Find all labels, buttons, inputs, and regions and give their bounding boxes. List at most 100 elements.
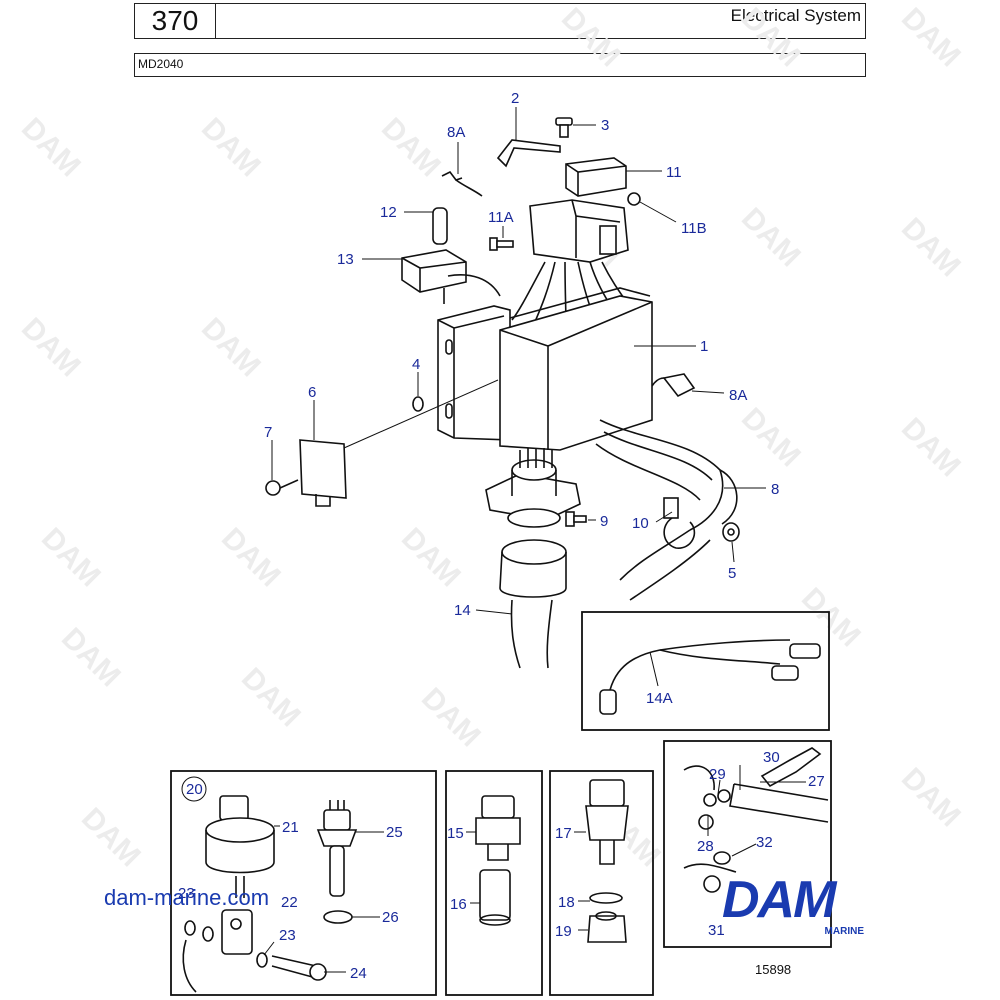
callout-10: 10 xyxy=(632,515,649,532)
callout-26: 26 xyxy=(382,909,399,926)
logo-subtext: MARINE xyxy=(824,926,864,937)
cable-14a xyxy=(599,639,821,715)
mounting-plate xyxy=(401,249,501,304)
watermark: DAM xyxy=(895,412,967,484)
glow-parts xyxy=(683,747,829,893)
watermark: DAM xyxy=(215,522,287,594)
screw-11a xyxy=(489,237,514,251)
watermark: DAM xyxy=(895,212,967,284)
dam-marine-logo: DAM MARINE xyxy=(722,874,894,946)
washer-part xyxy=(412,396,424,412)
callout-14: 14 xyxy=(454,602,471,619)
watermark: DAM xyxy=(895,2,967,74)
watermark: DAM xyxy=(15,112,87,184)
callout-11a: 11A xyxy=(488,209,514,226)
frame-15 xyxy=(445,770,543,996)
clamp-part xyxy=(663,497,696,549)
nut-11b xyxy=(627,192,641,206)
sender-17 xyxy=(585,779,629,943)
sleeve-part xyxy=(432,207,448,245)
callout-13: 13 xyxy=(337,251,354,268)
page-header: 370 Electrical System xyxy=(134,3,866,39)
watermark: DAM xyxy=(795,582,867,654)
connector-8a-right xyxy=(651,373,696,398)
callout-29: 29 xyxy=(709,766,726,783)
watermark: DAM xyxy=(895,762,967,834)
connector-8a xyxy=(441,170,483,197)
callout-30: 30 xyxy=(763,749,780,766)
callout-6: 6 xyxy=(308,384,316,401)
watermark: DAM xyxy=(735,2,807,74)
page-number: 370 xyxy=(135,4,216,38)
connector-flange xyxy=(485,448,581,528)
watermark: DAM xyxy=(375,112,447,184)
watermark: DAM xyxy=(15,312,87,384)
sender-15 xyxy=(475,795,521,926)
watermark: DAM xyxy=(75,802,147,874)
watermark: DAM xyxy=(735,402,807,474)
callout-9: 9 xyxy=(600,513,608,530)
bracket-part xyxy=(496,139,561,168)
model-label: MD2040 xyxy=(138,57,184,71)
screw-7 xyxy=(265,479,299,496)
watermark: DAM xyxy=(395,522,467,594)
callout-11: 11 xyxy=(666,164,682,181)
figure-number: 15898 xyxy=(755,962,792,977)
callout-3: 3 xyxy=(601,117,609,134)
callout-17: 17 xyxy=(555,825,572,842)
control-unit xyxy=(437,287,653,451)
callout-23-left: 23 xyxy=(178,885,195,902)
temp-sender-25 xyxy=(316,800,358,924)
callout-21: 21 xyxy=(282,819,299,836)
callout-8a-right: 8A xyxy=(729,387,747,404)
plug-harness xyxy=(499,539,567,669)
watermark: DAM xyxy=(35,522,107,594)
callout-32: 32 xyxy=(756,834,773,851)
watermark: DAM xyxy=(55,622,127,694)
watermark: DAM xyxy=(735,202,807,274)
callout-20: 20 xyxy=(186,781,203,798)
resistor-plate xyxy=(299,439,347,507)
callout-12: 12 xyxy=(380,204,397,221)
watermark: DAM xyxy=(235,662,307,734)
callout-8a: 8A xyxy=(447,124,465,141)
callouts: 2 3 8A 11 11B 11A 12 13 1 4 8A 6 7 8 9 1… xyxy=(178,90,825,982)
callout-22: 22 xyxy=(281,894,298,911)
oil-pressure-sender xyxy=(182,795,327,993)
callout-31: 31 xyxy=(708,922,725,939)
website-link[interactable]: dam-marine.com xyxy=(104,885,270,910)
callout-5: 5 xyxy=(728,565,736,582)
callout-4: 4 xyxy=(412,356,420,373)
callout-20-circle xyxy=(181,776,207,802)
callout-24: 24 xyxy=(350,965,367,982)
callout-25: 25 xyxy=(386,824,403,841)
logo-text: DAM xyxy=(722,871,836,929)
page-title: Electrical System xyxy=(730,6,861,25)
frame-20 xyxy=(170,770,437,996)
watermark: DAM xyxy=(195,112,267,184)
watermark: DAM xyxy=(415,682,487,754)
callout-16: 16 xyxy=(450,896,467,913)
watermark: DAM xyxy=(195,312,267,384)
watermark: DAM xyxy=(555,2,627,74)
callout-1: 1 xyxy=(700,338,708,355)
callout-2: 2 xyxy=(511,90,519,107)
callout-11b: 11B xyxy=(681,220,707,237)
model-bar: MD2040 xyxy=(134,53,866,77)
callout-14a: 14A xyxy=(646,690,673,707)
relay-part xyxy=(565,157,627,197)
callout-7: 7 xyxy=(264,424,272,441)
callout-28: 28 xyxy=(697,838,714,855)
socket-block xyxy=(529,199,629,263)
frame-17 xyxy=(549,770,654,996)
screw-part xyxy=(555,117,573,138)
callout-8: 8 xyxy=(771,481,779,498)
nut-part xyxy=(722,522,740,542)
harness-main xyxy=(595,419,738,601)
callout-18: 18 xyxy=(558,894,575,911)
callout-15: 15 xyxy=(447,825,464,842)
frame-14a xyxy=(581,611,830,731)
callout-23-right: 23 xyxy=(279,927,296,944)
callout-27: 27 xyxy=(808,773,825,790)
